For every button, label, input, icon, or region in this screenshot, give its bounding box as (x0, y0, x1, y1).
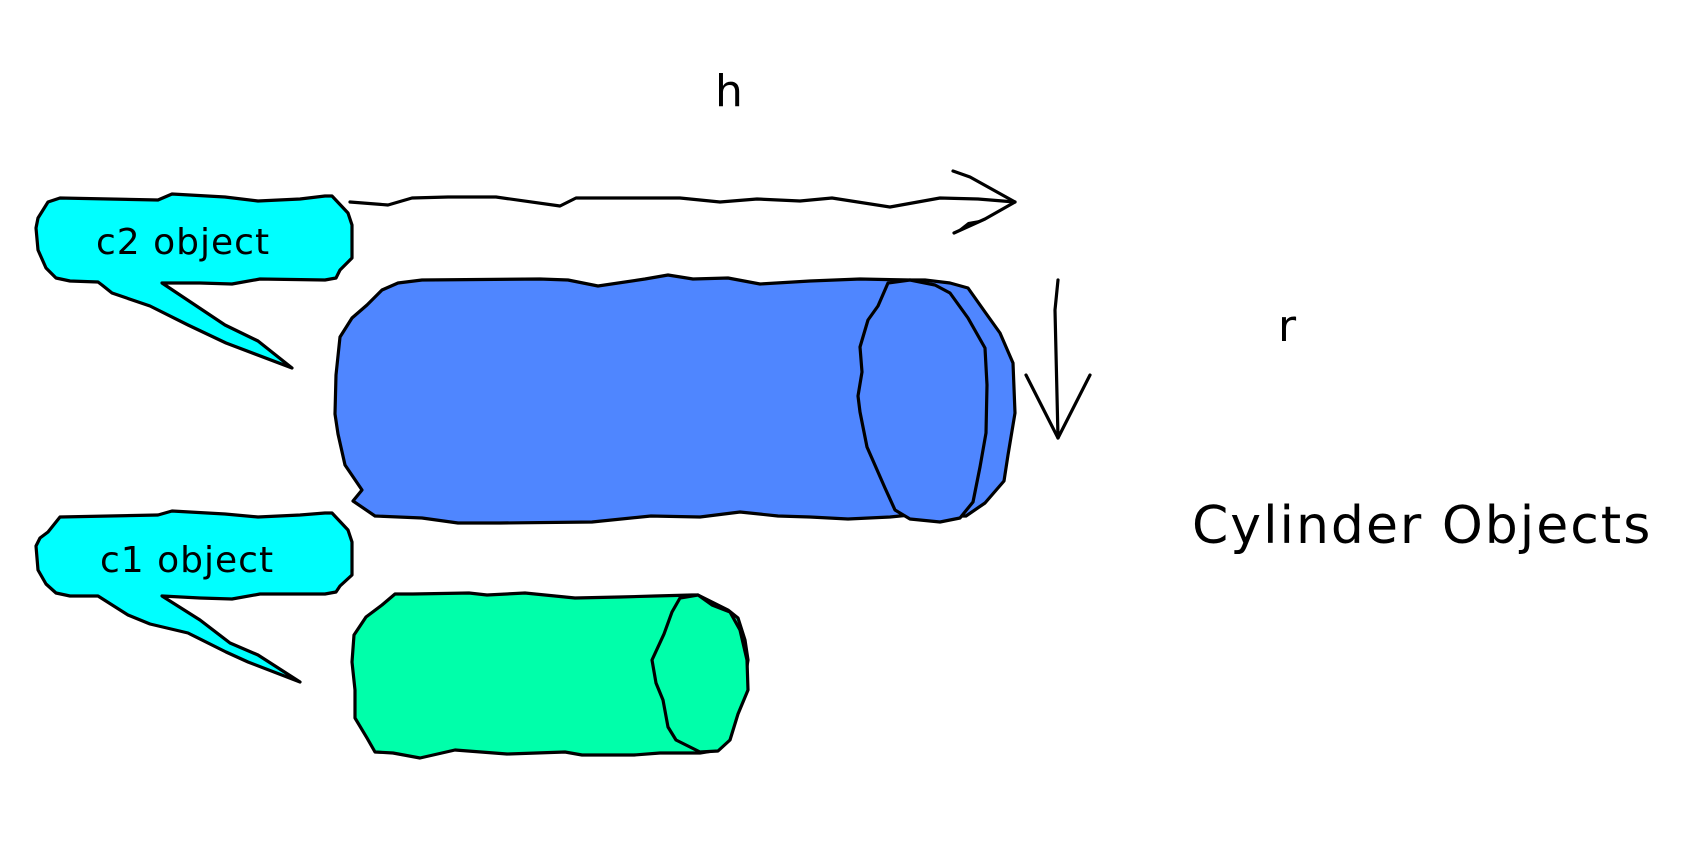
height-arrow-shaft (348, 195, 1017, 209)
c2-speech-bubble (34, 192, 354, 370)
c1-object-label: c1 object (100, 540, 275, 581)
c2-object-label: c2 object (96, 222, 271, 263)
cylinder-c2-end-cap (856, 278, 989, 524)
radius-label: r (1278, 301, 1297, 352)
height-arrow-head-fill (954, 219, 985, 233)
radius-arrow-head (1024, 373, 1092, 440)
diagram-title: Cylinder Objects (1192, 496, 1653, 556)
c1-speech-bubble (34, 509, 354, 684)
cylinder-c1-end-cap (650, 593, 750, 754)
height-label: h (715, 66, 743, 117)
height-arrow-head (951, 169, 1017, 235)
radius-arrow-shaft (1053, 278, 1060, 440)
